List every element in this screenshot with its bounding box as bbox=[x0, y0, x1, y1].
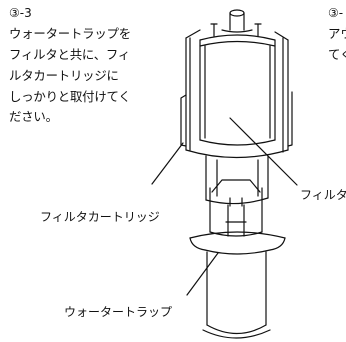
filter-body bbox=[199, 34, 276, 146]
step-number: ③-3 bbox=[9, 6, 32, 20]
filter-cartridge-label: フィルタカートリッジ bbox=[40, 210, 160, 224]
filter-leader bbox=[229, 117, 298, 186]
leader-lines bbox=[151, 117, 298, 296]
top-nozzle bbox=[210, 9, 262, 37]
next-instruction-line: てく bbox=[328, 47, 346, 62]
instruction-line: しっかりと取付けてく bbox=[9, 89, 131, 104]
water-trap-leader bbox=[186, 252, 219, 296]
cartridge-leader bbox=[151, 142, 184, 185]
water-trap bbox=[189, 179, 286, 339]
next-step-number: ③- bbox=[328, 6, 344, 20]
instruction-line: フィルタと共に、フィ bbox=[9, 47, 131, 62]
water-trap-label: ウォータートラップ bbox=[64, 305, 173, 319]
next-instruction-line: アウ bbox=[328, 26, 346, 41]
cartridge-frame bbox=[180, 29, 293, 159]
instruction-line: ださい。 bbox=[9, 109, 58, 124]
instruction-line: ルタカートリッジに bbox=[9, 68, 119, 83]
filter-label: フィルタ bbox=[300, 188, 346, 202]
instruction-line: ウォータートラップを bbox=[9, 26, 131, 41]
